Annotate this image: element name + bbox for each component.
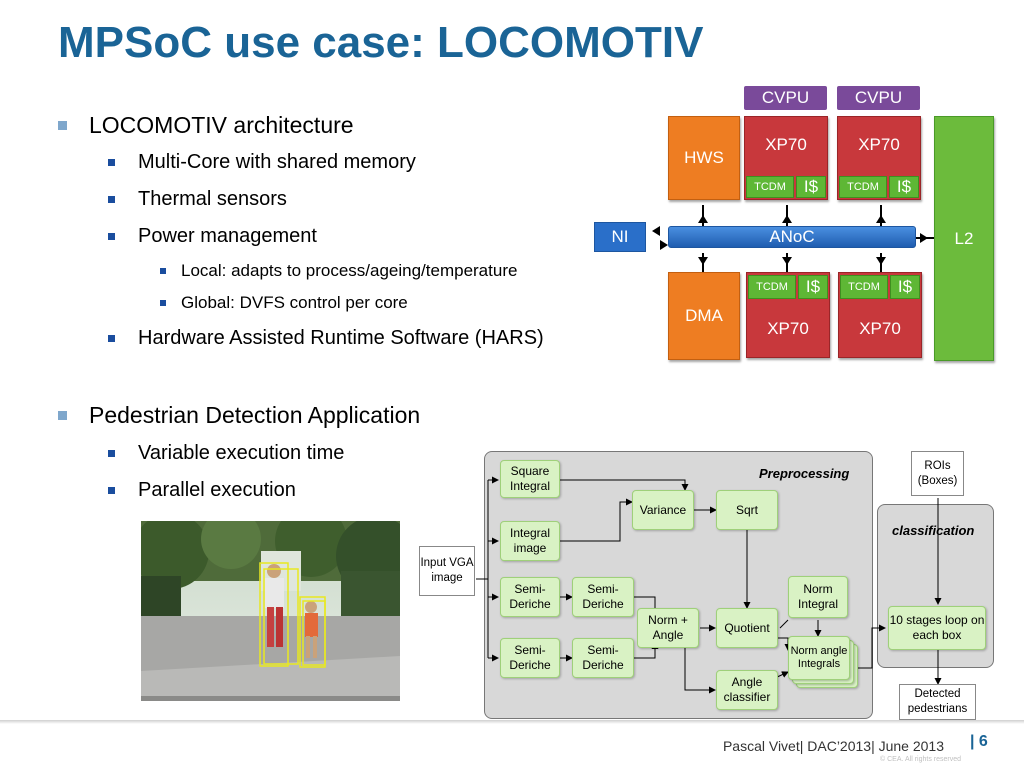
bullet-item: Multi-Core with shared memory [108,151,416,174]
dma-block: DMA [668,272,740,360]
slide-number: | 6 [970,733,988,750]
bullet-marker [108,233,115,240]
bullet-text: Parallel execution [138,479,296,501]
bullet-item: Parallel execution [108,479,296,502]
icache-block: I$ [889,176,919,198]
pedestrian-photo [141,521,400,701]
bullet-item: Pedestrian Detection Application [58,402,420,429]
bullet-text: Power management [138,225,317,247]
bullet-marker [160,300,166,306]
icache-block: I$ [890,275,920,299]
bullet-marker [108,450,115,457]
bullet-marker [108,159,115,166]
classification-label: classification [892,523,975,538]
hws-block: HWS [668,116,740,200]
sqrt-node: Sqrt [716,490,778,530]
angle-classifier-node: Angle classifier [716,670,778,710]
icache-block: I$ [798,275,828,299]
bullet-marker [160,268,166,274]
bullet-text: Multi-Core with shared memory [138,151,416,173]
norm-angle-node: Norm + Angle [637,608,699,648]
bullet-text: Hardware Assisted Runtime Software (HARS… [138,327,544,349]
l2-memory-block: L2 [934,116,994,361]
semi-deriche-node: Semi-Deriche [572,638,634,678]
bullet-marker [58,121,67,130]
semi-deriche-node: Semi-Deriche [500,638,560,678]
noc-connectors [652,205,935,273]
footer-divider [0,720,1024,724]
semi-deriche-node: Semi-Deriche [572,577,634,617]
rois-node: ROIs (Boxes) [911,451,964,496]
bullet-marker [108,196,115,203]
stages-loop-node: 10 stages loop on each box [888,606,986,650]
bullet-marker [108,335,115,342]
cvpu-label-1: CVPU [744,86,827,110]
bullet-item: Global: DVFS control per core [160,293,408,313]
icache-block: I$ [796,176,826,198]
bullet-text: Variable execution time [138,442,345,464]
bullet-text: Local: adapts to process/ageing/temperat… [181,261,518,280]
bullet-text: Global: DVFS control per core [181,293,408,312]
copyright-notice: © CEA. All rights reserved [880,756,962,763]
bullet-item: Power management [108,225,317,248]
bullet-item: LOCOMOTIV architecture [58,112,354,139]
bullet-item: Variable execution time [108,442,344,465]
footer-text: Pascal Vivet| DAC’2013| June 2013 [722,738,944,754]
bullet-item: Thermal sensors [108,188,287,211]
tcdm-block: TCDM [840,275,888,299]
quotient-node: Quotient [716,608,778,648]
bullet-text: Thermal sensors [138,188,287,210]
norm-integral-node: Norm Integral [788,576,848,618]
bullet-item: Local: adapts to process/ageing/temperat… [160,261,517,281]
tcdm-block: TCDM [748,275,796,299]
bullet-text: LOCOMOTIV architecture [89,112,354,138]
semi-deriche-node: Semi-Deriche [500,577,560,617]
norm-angle-integrals-node: Norm angle Integrals [788,636,850,680]
variance-node: Variance [632,490,694,530]
tcdm-block: TCDM [746,176,794,198]
cvpu-label-2: CVPU [837,86,920,110]
square-integral-node: Square Integral [500,460,560,498]
bullet-item: Hardware Assisted Runtime Software (HARS… [108,327,544,350]
integral-image-node: Integral image [500,521,560,561]
detected-pedestrians-node: Detected pedestrians [899,684,976,720]
anoc-bus: ANoC [668,226,916,248]
page-title: MPSoC use case: LOCOMOTIV [58,18,704,67]
bullet-text: Pedestrian Detection Application [89,402,421,428]
flow-connectors [476,476,942,694]
preprocessing-label: Preprocessing [759,466,850,481]
bullet-marker [58,411,67,420]
ni-block: NI [594,222,646,252]
input-vga-image-node: Input VGA image [419,546,475,596]
bullet-marker [108,487,115,494]
tcdm-block: TCDM [839,176,887,198]
